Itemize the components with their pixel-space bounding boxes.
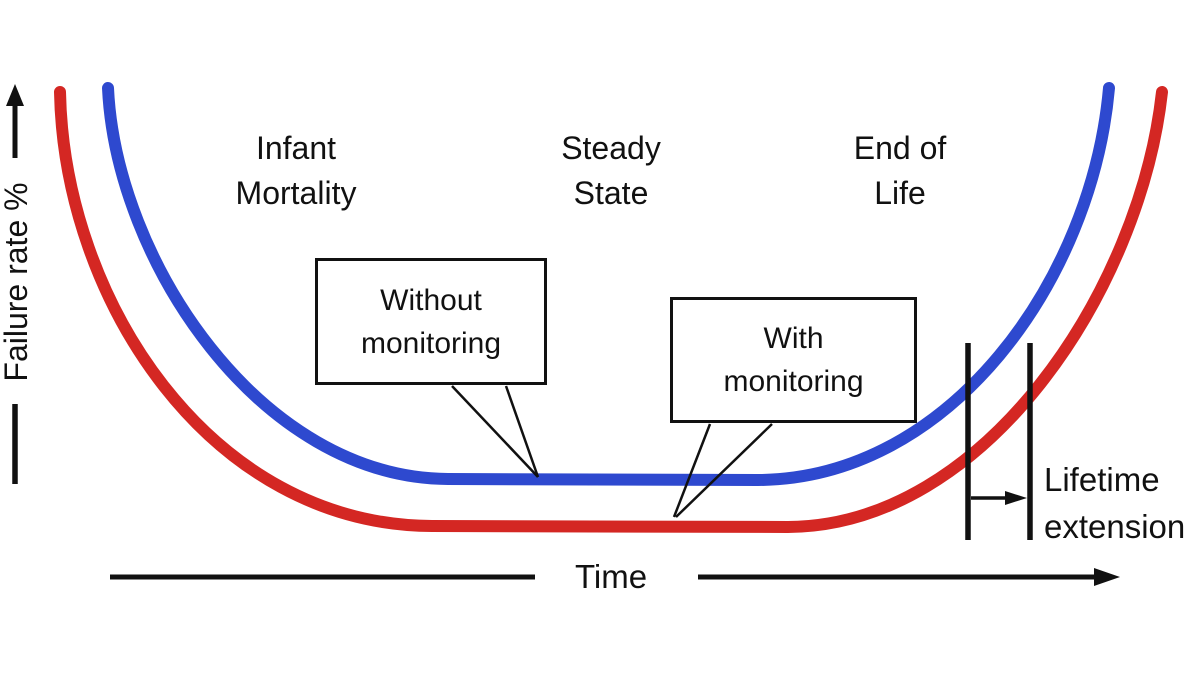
phase-label-line: End of [853,130,947,166]
phase-label-line: Steady [561,130,661,166]
phase-label-line: State [573,175,649,211]
phase-label-infant-mortality: Infant Mortality [196,126,396,216]
y-axis-arrowhead-icon [6,84,24,106]
x-axis-label: Time [546,558,676,596]
without-monitoring-tail-right [504,385,540,478]
without-monitoring-tail-left [451,385,539,478]
callout-line: Without [380,283,482,317]
lifetime-extension-label: Lifetime extension [1044,456,1185,550]
phase-label-line: Mortality [235,175,357,211]
callout-line: monitoring [723,365,864,398]
time-axis-arrowhead-icon [1094,568,1120,586]
phase-label-line: Life [874,175,926,211]
lifetime-extension-line: extension [1044,508,1186,545]
phase-label-line: Infant [255,130,337,166]
x-axis-label-text: Time [574,558,648,595]
curve-with-monitoring [54,86,1168,534]
callout-line: monitoring [360,326,502,360]
callout-with-monitoring: With monitoring [670,297,917,423]
y-axis-label-text: Failure rate % [0,182,34,382]
phase-label-end-of-life: End of Life [800,126,1000,216]
callout-without-monitoring: Without monitoring [315,258,547,385]
curve-without-monitoring [102,82,1115,487]
lifetime-arrowhead-icon [1005,491,1027,505]
with-monitoring-tail-left [672,423,712,518]
with-monitoring-tail-right [675,423,773,518]
lifetime-extension-line: Lifetime [1044,461,1160,498]
y-axis-label: Failure rate % [0,132,35,432]
phase-label-steady-state: Steady State [511,126,711,216]
callout-line: With [763,322,824,355]
